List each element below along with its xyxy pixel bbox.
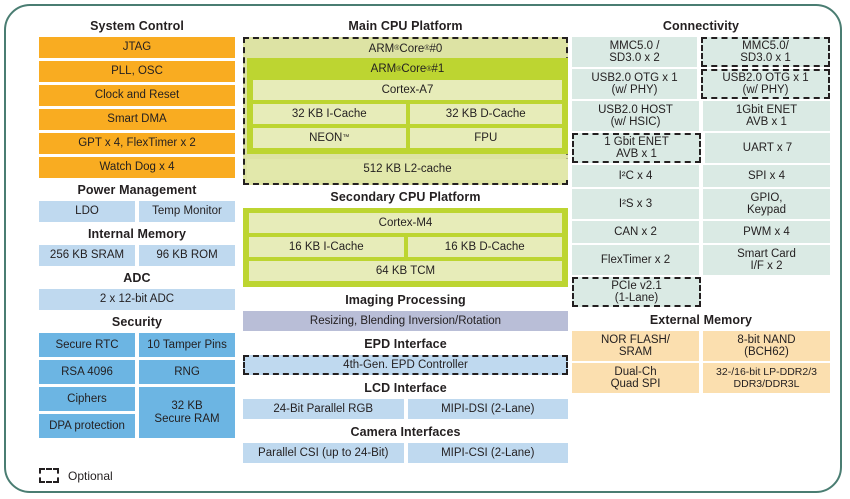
section-title-lcd-interface: LCD Interface: [364, 381, 447, 395]
block-l2-cache[interactable]: 512 KB L2-cache: [247, 159, 568, 180]
block-nor-flash-sram[interactable]: NOR FLASH/ SRAM: [572, 331, 699, 361]
block-ciphers[interactable]: Ciphers: [39, 387, 135, 411]
block-cortex-m4[interactable]: Cortex-M4: [249, 213, 562, 233]
section-title-secondary-cpu-platform: Secondary CPU Platform: [330, 190, 481, 204]
section-title-epd-interface: EPD Interface: [364, 337, 447, 351]
block-pwm-x-4[interactable]: PWM x 4: [703, 221, 830, 243]
block-epd-controller[interactable]: 4th-Gen. EPD Controller: [243, 355, 568, 375]
block-usb2-0-host-w-hsic[interactable]: USB2.0 HOST (w/ HSIC): [572, 101, 699, 131]
block-arm-core-1-label: ARM® Core® #1: [370, 63, 445, 76]
left-column: System Control JTAG PLL, OSC Clock and R…: [39, 6, 235, 438]
section-title-power-management: Power Management: [77, 183, 197, 197]
block-usb2-0-otg-x-1-w-phy[interactable]: USB2.0 OTG x 1 (w/ PHY): [701, 69, 830, 99]
block-arm-core-1[interactable]: ARM® Core® #1 Cortex-A7 32 KB I-Cache 32…: [247, 58, 568, 154]
block-temp-monitor[interactable]: Temp Monitor: [139, 201, 235, 222]
block-a7-icache[interactable]: 32 KB I-Cache: [253, 104, 406, 124]
block-gpio-keypad[interactable]: GPIO, Keypad: [703, 189, 830, 219]
block-usb2-0-otg-x-1-w-phy[interactable]: USB2.0 OTG x 1 (w/ PHY): [572, 69, 697, 99]
block-uart-x-7[interactable]: UART x 7: [705, 133, 830, 163]
block-pcie-v2-1-1-lane[interactable]: PCIe v2.1 (1-Lane): [572, 277, 701, 307]
block-1-gbit-enet-avb-x-1[interactable]: 1 Gbit ENET AVB x 1: [572, 133, 701, 163]
block-adc[interactable]: 2 x 12-bit ADC: [39, 289, 235, 310]
section-title-external-memory: External Memory: [649, 313, 753, 327]
block-dual-ch-quad-spi[interactable]: Dual-Ch Quad SPI: [572, 363, 699, 393]
block-tcm[interactable]: 64 KB TCM: [249, 261, 562, 281]
block-sram[interactable]: 256 KB SRAM: [39, 245, 135, 266]
block-m4-dcache[interactable]: 16 KB D-Cache: [407, 237, 562, 257]
block-rng[interactable]: RNG: [139, 360, 235, 384]
legend: Optional: [39, 468, 113, 483]
block-parallel-rgb[interactable]: 24-Bit Parallel RGB: [243, 399, 404, 419]
section-title-connectivity: Connectivity: [662, 19, 740, 33]
block-fpu[interactable]: FPU: [409, 128, 562, 148]
block-dpa-protection[interactable]: DPA protection: [39, 414, 135, 438]
dashed-box-icon: [39, 468, 59, 483]
block-rsa-4096[interactable]: RSA 4096: [39, 360, 135, 384]
block-gpt-flextimer[interactable]: GPT x 4, FlexTimer x 2: [39, 133, 235, 154]
block-spi-x-4[interactable]: SPI x 4: [703, 165, 830, 187]
block-smart-card-i-f-x-2[interactable]: Smart Card I/F x 2: [703, 245, 830, 275]
section-title-internal-memory: Internal Memory: [87, 227, 187, 241]
block-arm-core-0[interactable]: ARM® Core® #0 ARM® Core® #1 Cortex-A7 32…: [243, 37, 568, 185]
block-mmc5-0-sd3-0-x-2[interactable]: MMC5.0 / SD3.0 x 2: [572, 37, 697, 67]
block-can-x-2[interactable]: CAN x 2: [572, 221, 699, 243]
chip-outline: System Control JTAG PLL, OSC Clock and R…: [4, 4, 842, 493]
block-a7-dcache[interactable]: 32 KB D-Cache: [409, 104, 562, 124]
block-tamper-pins[interactable]: 10 Tamper Pins: [139, 333, 235, 357]
middle-column: Main CPU Platform ARM® Core® #0 ARM® Cor…: [243, 6, 568, 463]
block-cortex-a7[interactable]: Cortex-A7: [253, 80, 562, 100]
block-secure-rtc[interactable]: Secure RTC: [39, 333, 135, 357]
block-watch-dog[interactable]: Watch Dog x 4: [39, 157, 235, 178]
block-32-16-bit-lp-ddr2-3-ddr3-ddr3l[interactable]: 32-/16-bit LP-DDR2/3 DDR3/DDR3L: [703, 363, 830, 393]
section-title-imaging-processing: Imaging Processing: [345, 293, 466, 307]
block-flextimer-x-2[interactable]: FlexTimer x 2: [572, 245, 699, 275]
block-rom[interactable]: 96 KB ROM: [139, 245, 235, 266]
block-ldo[interactable]: LDO: [39, 201, 135, 222]
section-title-camera-interfaces: Camera Interfaces: [350, 425, 461, 439]
section-title-system-control: System Control: [90, 19, 184, 33]
block-arm-core-0-label: ARM® Core® #0: [368, 42, 443, 55]
section-title-main-cpu-platform: Main CPU Platform: [348, 19, 463, 33]
connectivity-row: USB2.0 HOST (w/ HSIC)1Gbit ENET AVB x 1: [572, 101, 830, 131]
block-mmc5-0-sd3-0-x-1[interactable]: MMC5.0/ SD3.0 x 1: [701, 37, 830, 67]
block-parallel-csi[interactable]: Parallel CSI (up to 24-Bit): [243, 443, 404, 463]
section-title-security: Security: [111, 315, 163, 329]
block-mipi-dsi[interactable]: MIPI-DSI (2-Lane): [407, 399, 568, 419]
legend-label: Optional: [68, 468, 113, 483]
block-8-bit-nand-bch62[interactable]: 8-bit NAND (BCH62): [703, 331, 830, 361]
connectivity-row: PCIe v2.1 (1-Lane): [572, 277, 830, 307]
section-title-adc: ADC: [123, 271, 151, 285]
block-clock-and-reset[interactable]: Clock and Reset: [39, 85, 235, 106]
block-smart-dma[interactable]: Smart DMA: [39, 109, 235, 130]
block-i-c-x-4[interactable]: I²C x 4: [572, 165, 699, 187]
block-secondary-cpu[interactable]: Cortex-M4 16 KB I-Cache 16 KB D-Cache 64…: [243, 208, 568, 287]
block-1gbit-enet-avb-x-1[interactable]: 1Gbit ENET AVB x 1: [703, 101, 830, 131]
block-pll-osc[interactable]: PLL, OSC: [39, 61, 235, 82]
connectivity-row: USB2.0 OTG x 1 (w/ PHY)USB2.0 OTG x 1 (w…: [572, 69, 830, 99]
block-empty: [705, 277, 830, 307]
block-mipi-csi[interactable]: MIPI-CSI (2-Lane): [407, 443, 568, 463]
block-m4-icache[interactable]: 16 KB I-Cache: [249, 237, 404, 257]
block-i-s-x-3[interactable]: I²S x 3: [572, 189, 699, 219]
block-secure-ram[interactable]: 32 KB Secure RAM: [139, 387, 235, 438]
block-imaging-processing[interactable]: Resizing, Blending Inversion/Rotation: [243, 311, 568, 331]
block-jtag[interactable]: JTAG: [39, 37, 235, 58]
